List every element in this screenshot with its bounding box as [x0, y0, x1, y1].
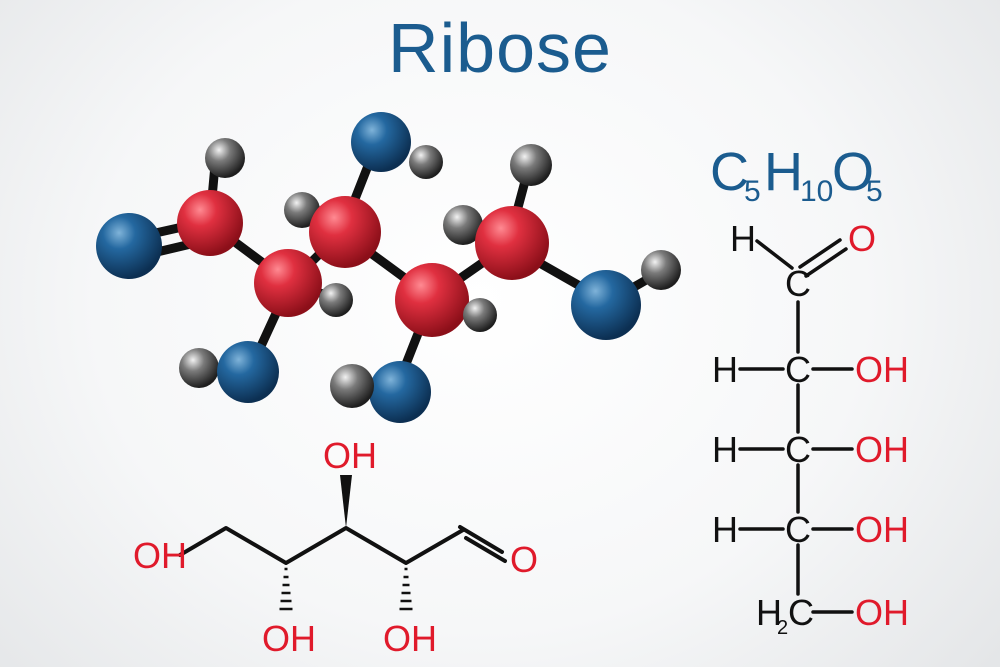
skeletal-top-oh: OH	[323, 435, 377, 476]
hydrogen-atom	[510, 144, 552, 186]
hydrogen-atom	[443, 205, 483, 245]
hashed-bond	[399, 567, 413, 611]
hydrogen-atom	[463, 298, 497, 332]
fischer-bottom-oh: OH	[855, 592, 909, 633]
formula-o-subscript: 5	[866, 175, 883, 208]
oxygen-atom	[96, 213, 162, 279]
hydrogen-atom	[319, 283, 353, 317]
hydrogen-atom	[284, 192, 320, 228]
bond-double-c-o-b	[804, 247, 848, 278]
carbon-atom	[254, 249, 322, 317]
fischer-row-2-oh: OH	[855, 429, 909, 470]
carbon-atom	[475, 206, 549, 280]
bond-double-c-o-a	[798, 238, 842, 269]
formula-c: C	[710, 142, 749, 202]
skeletal-bottom-oh-1: OH	[262, 618, 316, 659]
fischer-row-2-c: C	[785, 429, 811, 470]
fischer-bottom-c: C	[788, 592, 814, 633]
fischer-row-1-oh: OH	[855, 349, 909, 390]
oxygen-atom	[217, 341, 279, 403]
skeletal-left-oh: OH	[133, 535, 187, 576]
fischer-bottom-h-subscript: 2	[777, 617, 788, 639]
oxygen-atom	[351, 112, 411, 172]
oxygen-atom	[571, 270, 641, 340]
fischer-top-c: C	[785, 263, 811, 304]
hydrogen-atom	[409, 145, 443, 179]
fischer-top-h: H	[730, 218, 756, 259]
fischer-row-3-c: C	[785, 509, 811, 550]
hydrogen-atom	[205, 138, 245, 178]
model-atoms	[96, 112, 681, 423]
fischer-bottom-h: H	[756, 592, 782, 633]
carbon-atom	[309, 196, 381, 268]
formula-h-subscript: 10	[800, 175, 833, 208]
skeletal-bottom-oh-2: OH	[383, 618, 437, 659]
page-title: Ribose	[388, 9, 612, 87]
fischer-row-2-h: H	[712, 429, 738, 470]
hydrogen-atom	[330, 364, 374, 408]
oxygen-atom	[369, 361, 431, 423]
wedge-bond	[340, 475, 352, 528]
formula-o: O	[832, 142, 874, 202]
fischer-top-o: O	[848, 218, 876, 259]
fischer-row-1-h: H	[712, 349, 738, 390]
bond-double-c-o-a	[458, 525, 504, 554]
formula-c-subscript: 5	[744, 175, 761, 208]
fischer-row-3-oh: OH	[855, 509, 909, 550]
fischer-row-3-h: H	[712, 509, 738, 550]
carbon-atom	[395, 263, 469, 337]
formula-h: H	[764, 142, 803, 202]
carbon-atom	[177, 190, 243, 256]
carbon-chain	[178, 526, 465, 565]
hydrogen-atom	[179, 348, 219, 388]
hashed-bond	[279, 567, 293, 611]
skeletal-aldehyde-o: O	[510, 539, 538, 580]
bond-h-c	[755, 239, 794, 270]
fischer-row-1-c: C	[785, 349, 811, 390]
hydrogen-atom	[641, 250, 681, 290]
bond-double-c-o-b	[464, 536, 507, 563]
